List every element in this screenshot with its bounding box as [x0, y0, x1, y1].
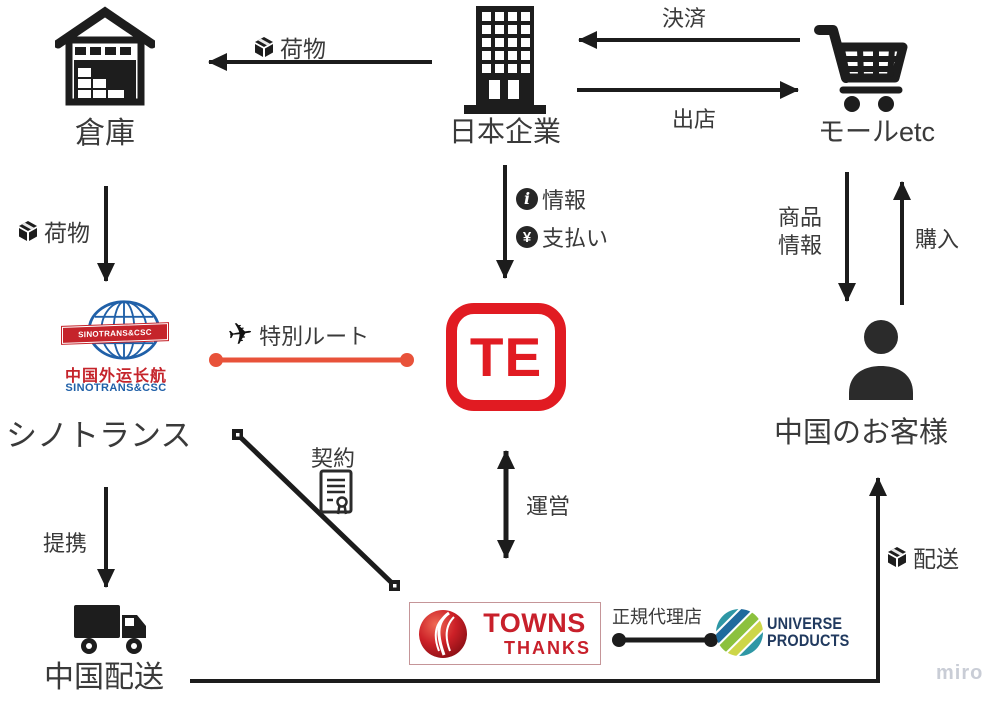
operation-label[interactable]: 運営: [526, 494, 571, 519]
universe-products-text: UNIVERSE PRODUCTS: [767, 613, 850, 650]
package-icon: [255, 37, 273, 57]
purchase-label[interactable]: 購入: [915, 227, 960, 252]
te-logo-text: TE: [469, 326, 543, 388]
cargo-top-label[interactable]: 荷物: [254, 30, 326, 64]
authorized-distributor-endpoint[interactable]: [612, 633, 626, 647]
china-delivery-label[interactable]: 中国配送: [44, 661, 164, 694]
yen-icon: ¥: [516, 226, 538, 248]
contract-label[interactable]: 契約: [311, 446, 356, 471]
japan-company-node[interactable]: [448, 6, 562, 119]
towns-line1: TOWNS: [483, 608, 586, 638]
sinotrans-en-text: SINOTRANS&CSC: [65, 382, 167, 394]
sinotrans-cn-text: 中国外运长航: [64, 368, 167, 385]
connector-contract[interactable]: [235, 432, 396, 587]
office-building-icon: [464, 6, 546, 114]
shopping-cart-icon: [814, 25, 908, 112]
contract-endpoint[interactable]: [232, 429, 243, 440]
package-icon: [888, 547, 906, 567]
cargo-left-label[interactable]: 荷物: [18, 214, 90, 248]
truck-icon: [74, 605, 146, 654]
product-info-label[interactable]: 商品 情報: [778, 205, 823, 258]
info-label[interactable]: i 情報: [516, 183, 586, 215]
japan-company-label[interactable]: 日本企業: [448, 116, 561, 147]
person-icon: [849, 320, 913, 400]
info-icon: i: [516, 188, 538, 210]
china-customer-label[interactable]: 中国のお客様: [774, 417, 949, 449]
universe-globe-icon: [716, 609, 763, 656]
special-route-label[interactable]: ✈ 特別ルート: [225, 316, 370, 353]
warehouse-icon: [53, 6, 157, 106]
package-icon: [19, 221, 37, 241]
payment-label[interactable]: ¥ 支払い: [516, 221, 608, 253]
warehouse-label[interactable]: 倉庫: [75, 117, 135, 150]
universe-line1: UNIVERSE: [767, 613, 843, 633]
contract-endpoint[interactable]: [389, 580, 400, 591]
mall-label[interactable]: モールetc: [818, 117, 936, 147]
towns-thanks-text: TOWNS THANKS: [478, 608, 591, 658]
towns-thanks-logo[interactable]: TOWNS THANKS: [409, 602, 601, 665]
warehouse-node[interactable]: [53, 6, 157, 113]
china-delivery-node[interactable]: [72, 603, 148, 660]
authorized-distributor-endpoint[interactable]: [704, 633, 718, 647]
mall-node[interactable]: [812, 20, 908, 117]
te-logo[interactable]: TE: [446, 303, 566, 411]
contract-document[interactable]: [319, 469, 353, 522]
special-route-endpoint[interactable]: [400, 353, 414, 367]
settlement-label[interactable]: 決済: [662, 6, 707, 31]
sinotrans-label[interactable]: シノトランス: [6, 418, 192, 453]
delivery-label[interactable]: 配送: [887, 540, 959, 574]
special-route-endpoint[interactable]: [209, 353, 223, 367]
authorized-distributor-label[interactable]: 正規代理店: [612, 607, 702, 627]
towns-sphere-icon: [419, 609, 467, 658]
sinotrans-logo[interactable]: SINOTRANS&CSC 中国外运长航 SINOTRANS&CSC: [60, 299, 172, 394]
universe-line2: PRODUCTS: [767, 630, 850, 650]
store-opening-label[interactable]: 出店: [672, 107, 717, 132]
china-customer-node[interactable]: [845, 318, 917, 405]
connector-delivery[interactable]: [190, 477, 887, 683]
contract-document-icon: [319, 469, 353, 515]
towns-line2: THANKS: [504, 638, 591, 658]
partnership-label[interactable]: 提携: [43, 531, 88, 556]
airplane-icon: ✈: [225, 316, 256, 353]
miro-watermark: miro: [936, 662, 984, 684]
universe-products-logo[interactable]: UNIVERSE PRODUCTS: [716, 609, 864, 656]
